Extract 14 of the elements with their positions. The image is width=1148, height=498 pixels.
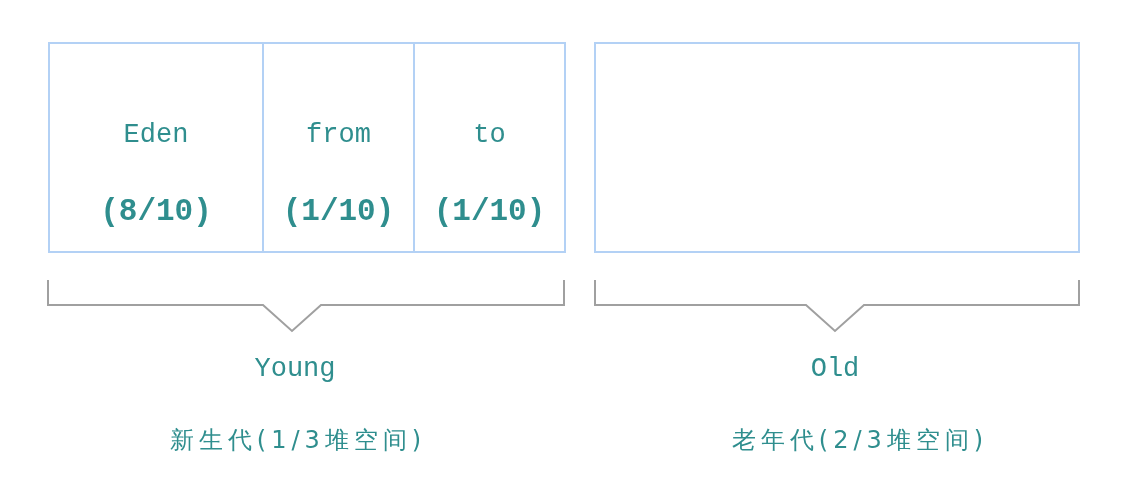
memory-region-box bbox=[262, 42, 415, 253]
section-label: Young bbox=[254, 354, 336, 384]
memory-region-box bbox=[594, 42, 1080, 253]
memory-region-box bbox=[48, 42, 264, 253]
region-name: Eden bbox=[123, 120, 189, 150]
region-name: from bbox=[306, 120, 371, 150]
size-ratio: (1/10) bbox=[433, 194, 546, 229]
region-name: to bbox=[473, 120, 506, 150]
memory-region-box bbox=[413, 42, 566, 253]
size-ratio: (8/10) bbox=[100, 194, 212, 229]
section-caption: 新生代(1/3堆空间) bbox=[169, 425, 427, 456]
size-ratio: (1/10) bbox=[282, 194, 395, 229]
section-caption: 老年代(2/3堆空间) bbox=[731, 425, 989, 456]
section-label: Old bbox=[810, 354, 860, 384]
